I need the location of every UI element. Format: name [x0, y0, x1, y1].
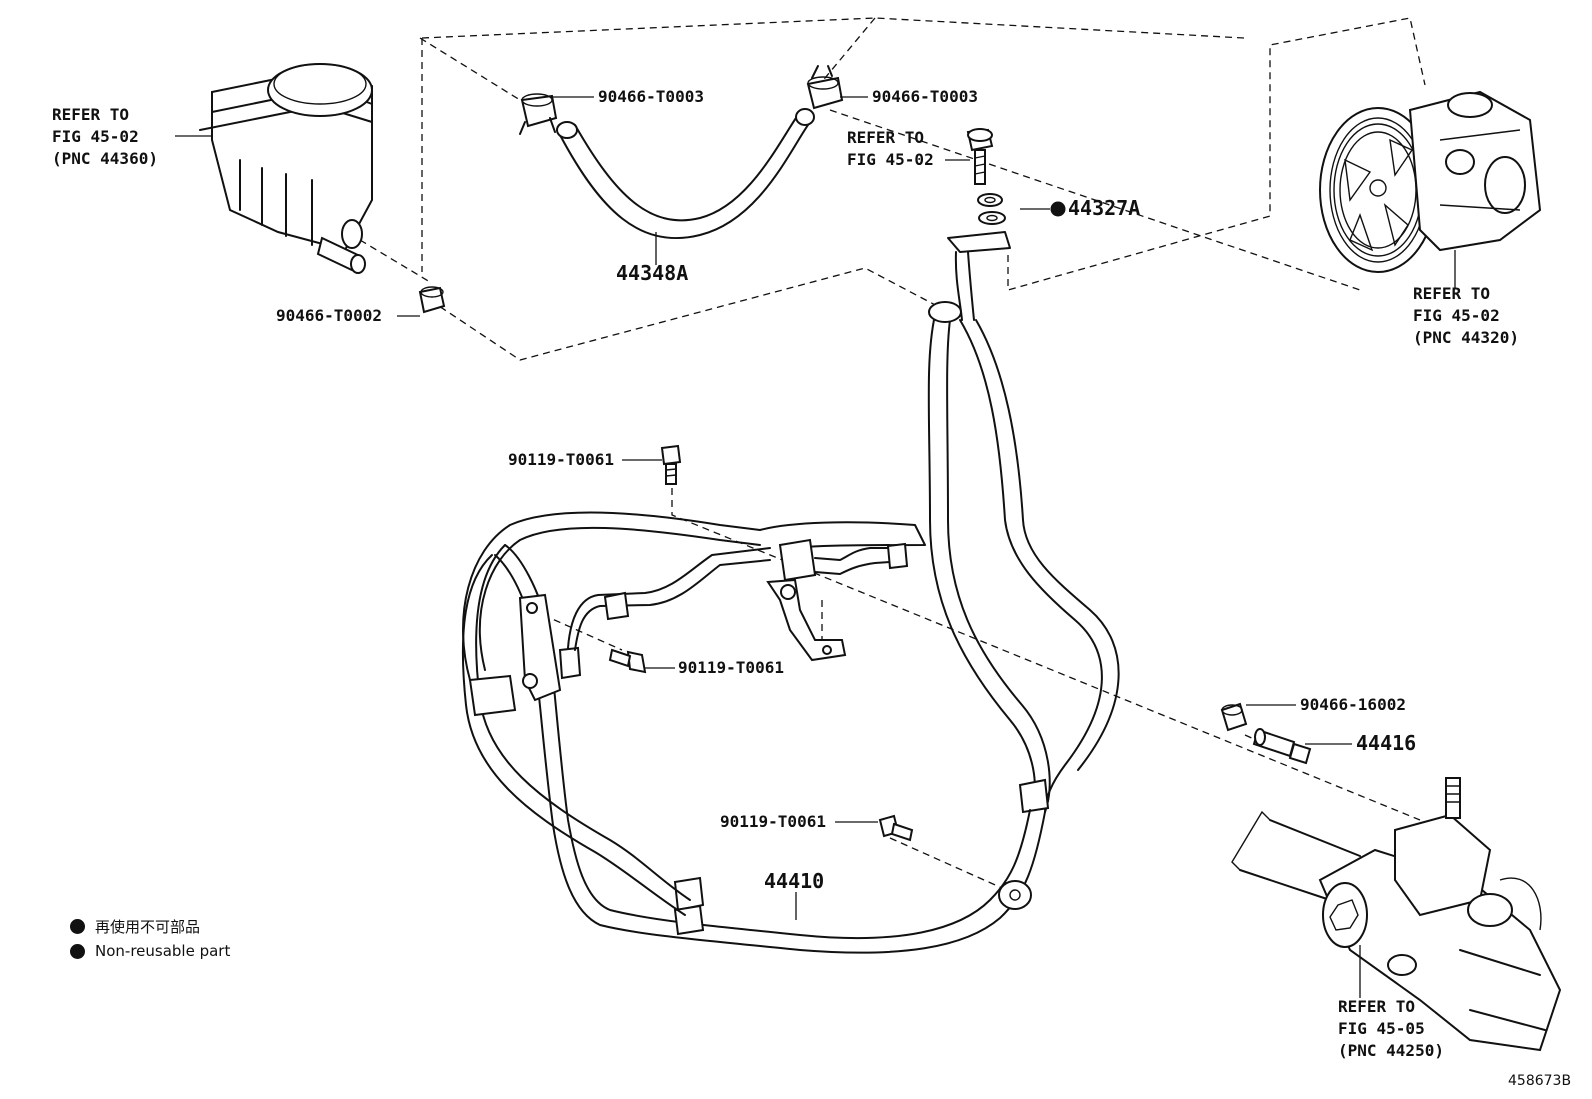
bolt-label-middle: 90119-T0061 — [678, 658, 784, 677]
legend-item-jp: 再使用不可部品 — [70, 916, 200, 937]
non-reusable-dot-icon — [70, 943, 85, 959]
return-hose-drawing — [418, 65, 844, 314]
gear-fittings-drawing — [1220, 702, 1312, 765]
pressure-hose-drawing — [461, 231, 1120, 954]
steering-gear-drawing — [1231, 777, 1562, 1052]
clamp-label-upper-right: 90466-T0003 — [872, 87, 978, 106]
union-part-number: 44416 — [1356, 731, 1417, 755]
bolt-label-lower: 90119-T0061 — [720, 812, 826, 831]
figure-id: 458673B — [1508, 1073, 1572, 1089]
non-reusable-marker — [1050, 201, 1066, 217]
pump-drawing — [1319, 90, 1542, 273]
reservoir-reference-label: REFER TO FIG 45-02 (PNC 44360) — [52, 105, 158, 168]
clamp-label-gear: 90466-16002 — [1300, 695, 1406, 714]
clamp-label-upper-left: 90466-T0003 — [598, 87, 704, 106]
gasket-part-number: 44327A — [1068, 196, 1141, 220]
legend-item-en: Non-reusable part — [70, 942, 230, 960]
pressure-tube-part-number: 44410 — [764, 869, 825, 893]
leader-lines — [175, 96, 1456, 998]
legend-text-en: Non-reusable part — [95, 942, 231, 960]
pump-reference-label: REFER TO FIG 45-02 (PNC 44320) — [1413, 284, 1519, 347]
legend-text-jp: 再使用不可部品 — [95, 918, 201, 936]
non-reusable-dot-icon — [70, 919, 85, 934]
return-hose-part-number: 44348A — [616, 261, 689, 285]
union-bolt-drawing — [966, 128, 1006, 225]
union-bolt-reference-label: REFER TO FIG 45-02 — [847, 128, 934, 169]
bolts-drawing — [608, 444, 914, 842]
bolt-label-upper: 90119-T0061 — [508, 450, 614, 469]
reservoir-drawing — [199, 63, 373, 274]
clamp-label-reservoir: 90466-T0002 — [276, 306, 382, 325]
gear-reference-label: REFER TO FIG 45-05 (PNC 44250) — [1338, 997, 1444, 1060]
dashed-guide-lines — [359, 17, 1426, 889]
